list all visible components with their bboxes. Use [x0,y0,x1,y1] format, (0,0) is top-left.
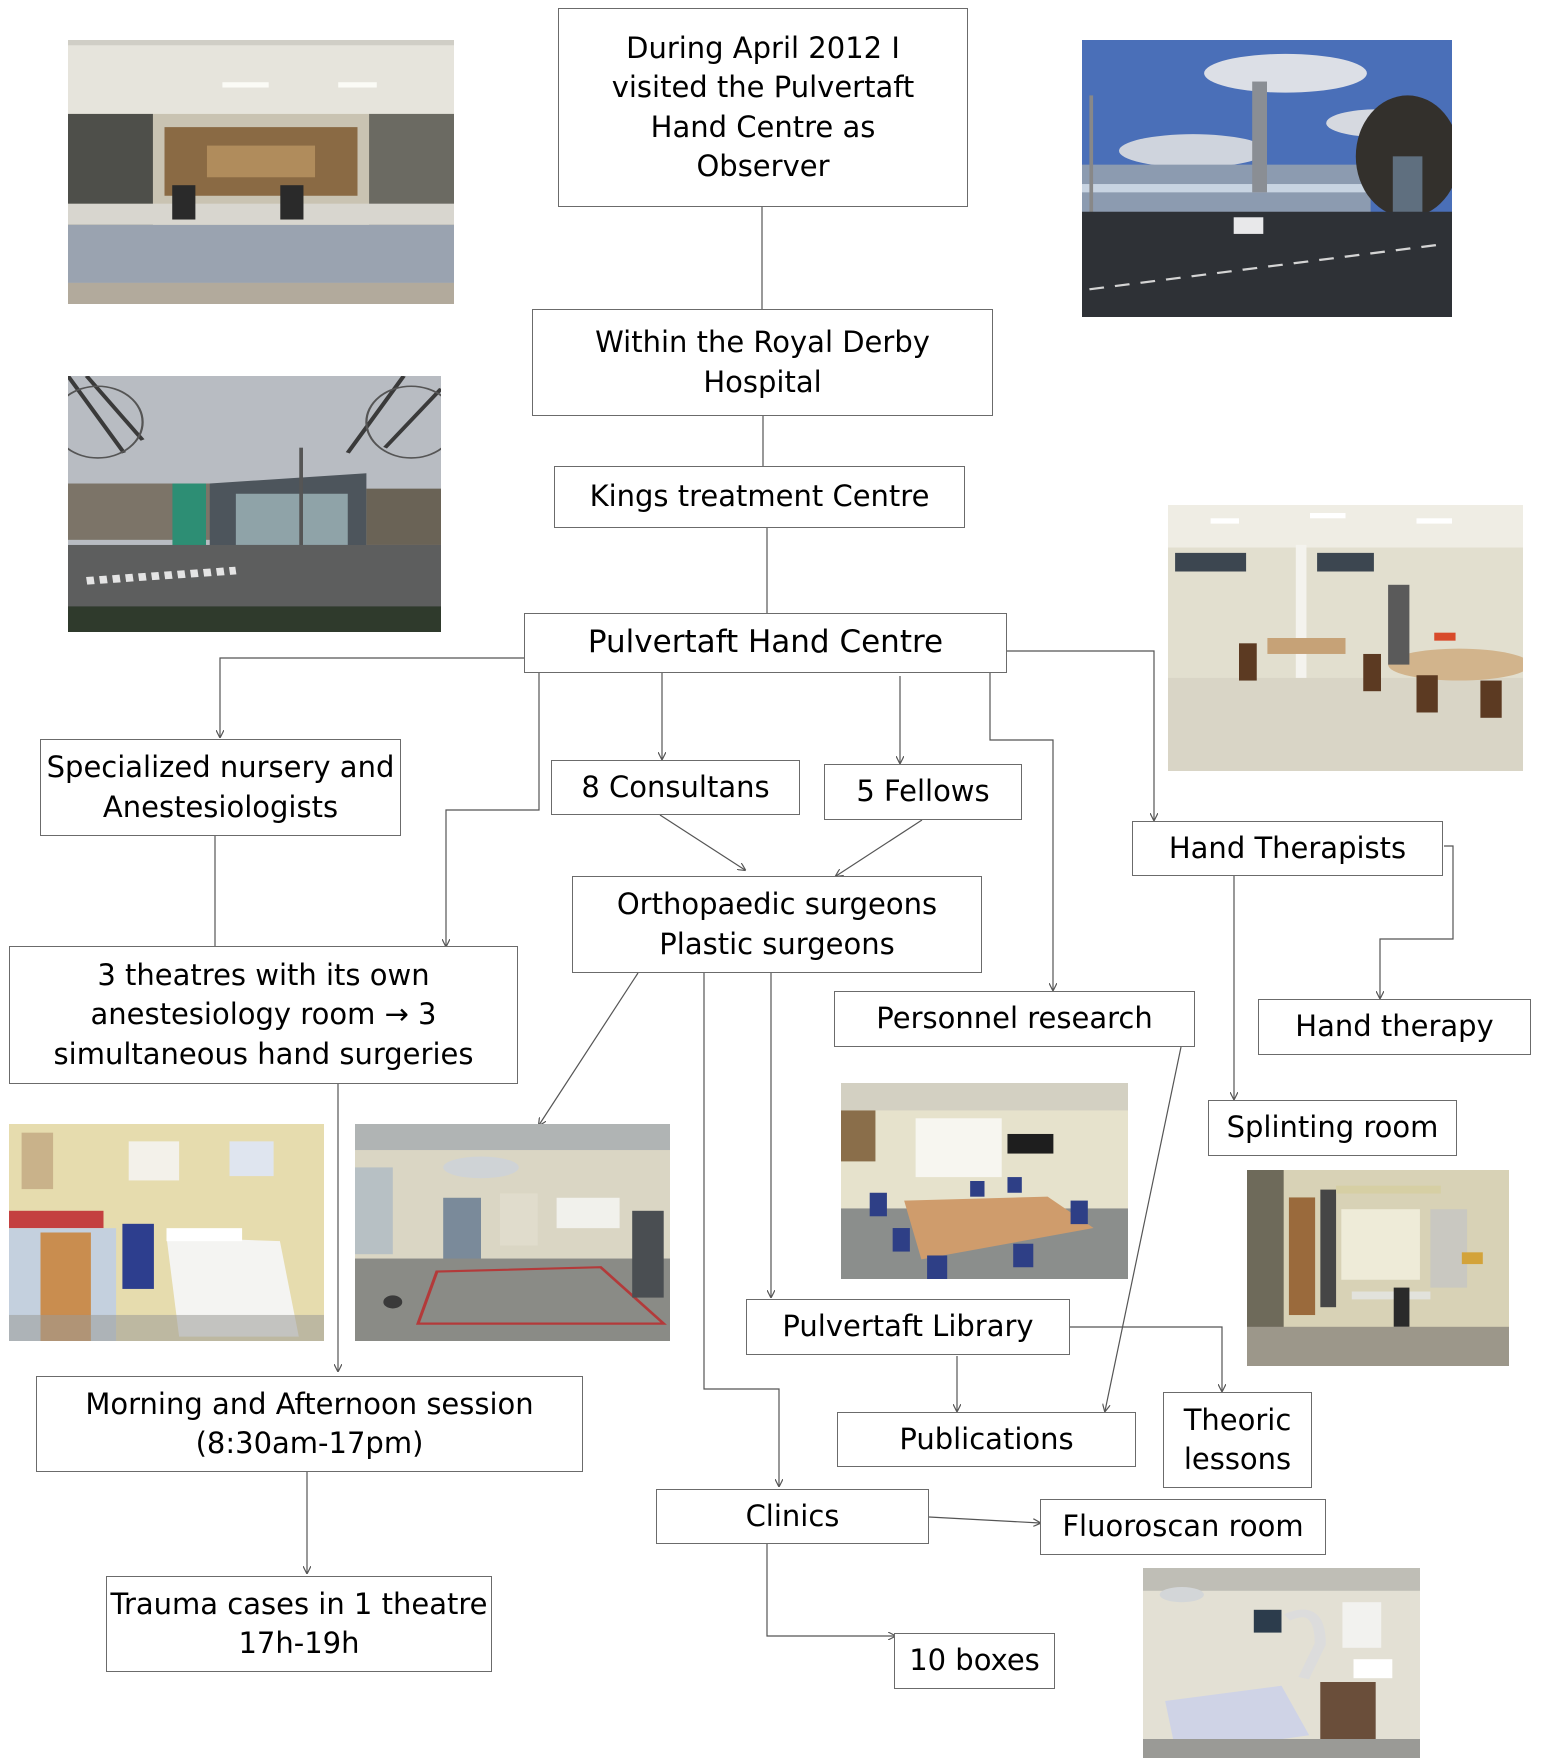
operating-theatre-photo [355,1124,670,1341]
connector-pulvertaft-research [989,673,1053,990]
node-splinting-room: Splinting room [1208,1100,1457,1156]
connector-surgeons-clinics [703,973,779,1486]
node-pulvertaft-hand-centre: Pulvertaft Hand Centre [524,613,1007,673]
treatment-centre-entrance-photo [68,376,441,632]
node-fluoroscan-room: Fluoroscan room [1040,1499,1326,1555]
fluoroscan-room-photo [1143,1568,1420,1758]
anesthesia-room-photo [9,1124,324,1341]
node-hand-therapists: Hand Therapists [1132,821,1443,876]
connector-research-publications [1105,1046,1182,1411]
connector-surgeons-theatre-photo [539,972,639,1125]
node-surgeons: Orthopaedic surgeons Plastic surgeons [572,876,982,973]
node-nursery: Specialized nursery and Anestesiologists [40,739,401,836]
connector-clinics-fluoroscan [928,1516,1040,1523]
node-hand-therapy: Hand therapy [1258,999,1531,1055]
hand-therapy-room-photo [1168,505,1523,771]
node-publications: Publications [837,1412,1136,1467]
connector-fellows-surgeons [836,819,923,876]
node-theatres: 3 theatres with its own anestesiology ro… [9,946,518,1084]
node-intro: During April 2012 I visited the Pulverta… [558,8,968,207]
node-theoric-lessons: Theoric lessons [1163,1392,1312,1488]
connector-consultants-surgeons [659,814,745,870]
node-clinics: Clinics [656,1489,929,1544]
connector-library-theoric [1070,1326,1222,1391]
node-session: Morning and Afternoon session (8:30am-17… [36,1376,583,1472]
connector-pulvertaft-nursery [220,657,524,737]
node-10-boxes: 10 boxes [894,1633,1055,1689]
reception-desk-photo [68,40,454,304]
node-kings-treatment-centre: Kings treatment Centre [554,466,965,528]
node-royal-derby: Within the Royal Derby Hospital [532,309,993,416]
connector-pulvertaft-therapists [1007,650,1154,820]
connector-therapists-hand-therapy [1380,845,1454,998]
node-fellows: 5 Fellows [824,764,1022,820]
library-meeting-room-photo [841,1083,1128,1279]
splinting-room-photo [1247,1170,1509,1366]
node-consultants: 8 Consultans [551,760,800,815]
node-trauma: Trauma cases in 1 theatre 17h-19h [106,1576,492,1672]
connector-pulvertaft-theatres [446,673,540,946]
connector-clinics-boxes [766,1543,895,1636]
node-personnel-research: Personnel research [834,991,1195,1047]
hospital-exterior-photo [1082,40,1452,317]
node-pulvertaft-library: Pulvertaft Library [746,1299,1070,1355]
